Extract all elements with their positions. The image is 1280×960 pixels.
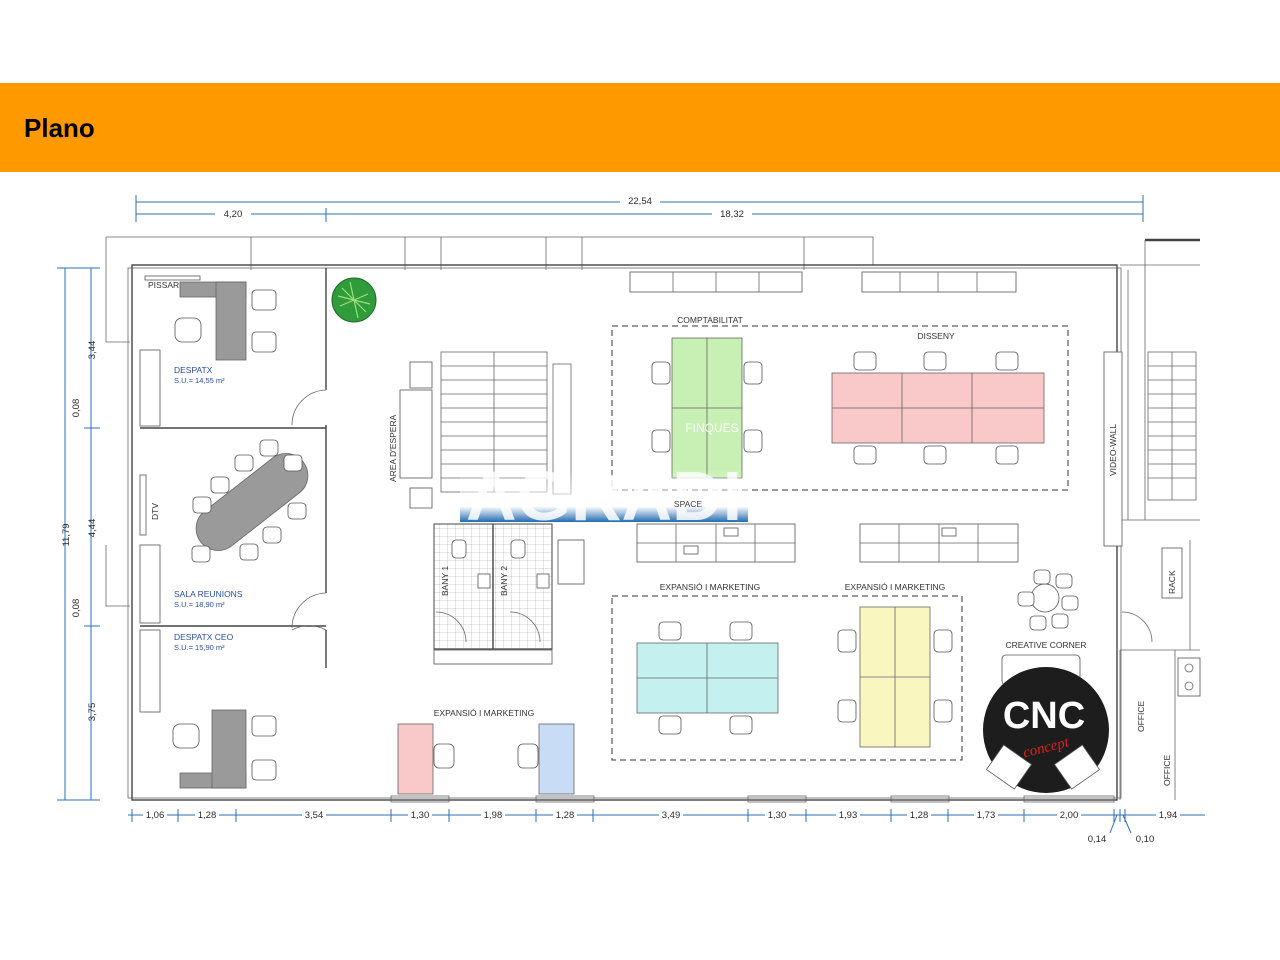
dim-total: 22,54 (628, 196, 652, 207)
pissarra-label: PISSARRA (148, 280, 191, 290)
disseny-label: DISSENY (917, 331, 955, 341)
dtv-label: DTV (150, 503, 160, 520)
area-espera-label: AREA D'ESPERA (388, 414, 398, 482)
dim-bottom-2: 1,28 (198, 810, 217, 821)
dim-bottom-11: 1,73 (977, 810, 996, 821)
watermark-brand: AGRADI (466, 457, 742, 535)
despatx-name: DESPATX (174, 365, 213, 375)
expansio-label-3: EXPANSIÓ I MARKETING (434, 708, 534, 718)
dim-left-4: 0,08 (71, 599, 82, 618)
cnc-logo: CNC concept (983, 667, 1109, 793)
dim-bottom-small-2: 0,10 (1136, 834, 1155, 845)
expansio-label-2: EXPANSIÓ I MARKETING (845, 582, 945, 592)
bany2-label: BANY 2 (499, 566, 509, 596)
dim-bottom-small-1: 0,14 (1088, 834, 1107, 845)
plant-icon (331, 277, 377, 323)
dim-bottom-8: 1,30 (768, 810, 787, 821)
dim-left-3: 4,44 (87, 519, 98, 538)
header-banner (0, 83, 1280, 172)
dim-bottom-4: 1,30 (411, 810, 430, 821)
sala-name: SALA REUNIONS (174, 589, 243, 599)
dim-bottom-3: 3,54 (305, 810, 324, 821)
middle-desks (636, 523, 1019, 563)
office-label-1: OFFICE (1136, 701, 1146, 732)
bany1-label: BANY 1 (440, 566, 450, 596)
top-dimensions: 22,54 4,20 18,32 (135, 195, 1144, 222)
videowall-label: VIDEO-WALL (1108, 424, 1118, 476)
dim-bottom-6: 1,28 (556, 810, 575, 821)
page-title: Plano (24, 113, 95, 143)
space-label: SPACE (674, 499, 703, 509)
dim-left-span: 4,20 (224, 209, 243, 220)
dim-bottom-10: 1,28 (910, 810, 929, 821)
floor-plan: 22,54 4,20 18,32 11,79 3,44 0,08 4,44 0,… (57, 195, 1205, 845)
dim-left-2: 0,08 (71, 399, 82, 418)
rack-label: RACK (1167, 570, 1177, 594)
zone-expansio-bottom: EXPANSIÓ I MARKETING (397, 708, 575, 795)
waiting-area: AREA D'ESPERA (388, 351, 572, 509)
dim-bottom-12: 2,00 (1060, 810, 1079, 821)
logo-main: CNC (1003, 695, 1085, 737)
left-dimensions: 11,79 3,44 0,08 4,44 0,08 3,75 (57, 267, 100, 801)
creative-corner-label: CREATIVE CORNER (1005, 640, 1086, 650)
right-service-area: VIDEO-WALL RACK OFFICE OFFICE (1103, 351, 1201, 786)
wall-shelves (629, 271, 1017, 293)
dim-left-5: 3,75 (87, 703, 98, 722)
dim-bottom-1: 1,06 (146, 810, 165, 821)
expansio-label-1: EXPANSIÓ I MARKETING (660, 582, 760, 592)
disseny-desks (831, 351, 1045, 465)
ceo-name: DESPATX CEO (174, 632, 234, 642)
comptabilitat-label: COMPTABILITAT (677, 315, 743, 325)
dim-bottom-13: 1,94 (1159, 810, 1178, 821)
dim-right-span: 18,32 (720, 209, 744, 220)
despatx-area: S.U.= 14,55 m² (174, 376, 225, 385)
zone-expansio: EXPANSIÓ I MARKETING EXPANSIÓ I MARKETIN… (611, 582, 963, 761)
dim-left-1: 3,44 (87, 341, 98, 360)
comptabilitat-desks (651, 337, 763, 479)
sala-area: S.U.= 18,90 m² (174, 600, 225, 609)
bottom-windows (390, 795, 1115, 803)
ceo-area: S.U.= 15,90 m² (174, 643, 225, 652)
dim-bottom-9: 1,93 (839, 810, 858, 821)
watermark: AGRADI FINQUES SPACE (460, 421, 748, 535)
bottom-dimensions: 1,06 1,28 3,54 1,30 1,98 1,28 3,49 1,30 … (128, 809, 1205, 845)
dim-bottom-5: 1,98 (484, 810, 503, 821)
left-offices: PISSARRA DESPATX S.U.= 14,55 m² DTV SALA… (139, 268, 327, 789)
dim-left-total: 11,79 (61, 523, 72, 546)
watermark-sub: FINQUES (685, 421, 738, 435)
bathrooms: BANY 1 BANY 2 (433, 523, 585, 665)
dim-bottom-7: 3,49 (662, 810, 681, 821)
office-label-2: OFFICE (1162, 755, 1172, 786)
zone-comptabilitat-disseny: COMPTABILITAT DISSENY (611, 315, 1069, 491)
